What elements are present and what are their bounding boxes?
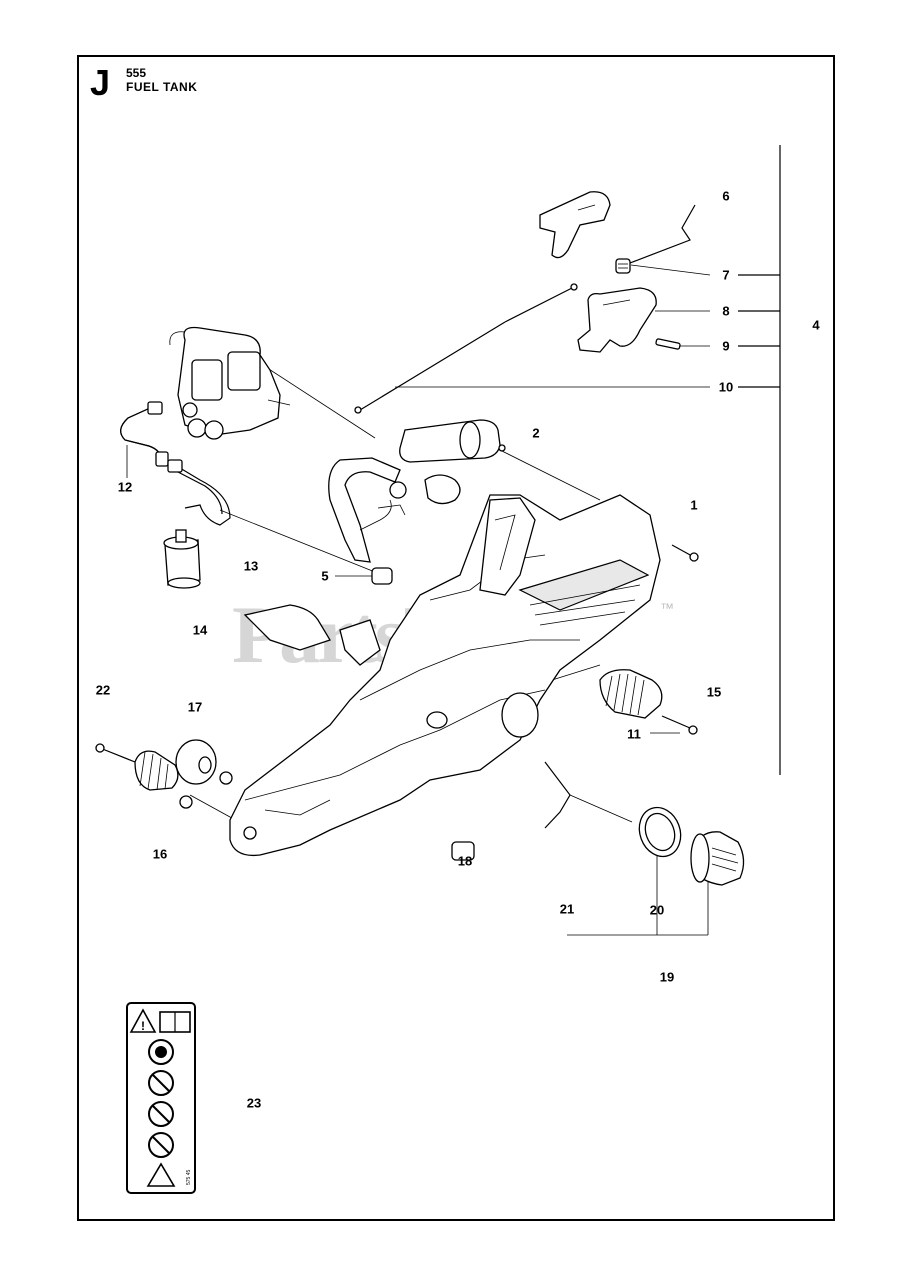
part-5-sleeve <box>371 567 393 585</box>
part-7-spring <box>615 258 631 274</box>
part-1-screw <box>671 544 699 562</box>
callout-11: 11 <box>627 726 641 742</box>
decal-code: 575 45 <box>186 1169 192 1185</box>
part-23-warning-decal: ! 575 45 <box>126 1002 196 1194</box>
callout-12: 12 <box>117 479 133 495</box>
part-9-pin <box>655 338 681 350</box>
callout-2: 2 <box>532 425 540 441</box>
diagram-frame <box>77 55 835 1221</box>
callout-13: 13 <box>243 558 259 574</box>
part-17-buffer <box>175 739 233 785</box>
model-number: 555 <box>126 66 147 80</box>
part-13-fuel-line <box>167 459 231 526</box>
part-10-throttle-rod <box>354 283 578 414</box>
carburetor-assembly <box>169 326 291 440</box>
callout-6: 6 <box>722 188 730 204</box>
part-14-fuel-filter <box>163 529 201 589</box>
callout-22: 22 <box>95 682 111 698</box>
part-16-av-assembly <box>95 743 193 809</box>
callout-4: 4 <box>812 317 820 333</box>
svg-text:!: ! <box>141 1019 145 1033</box>
callout-5: 5 <box>321 568 329 584</box>
warning-triangle-icon <box>129 1008 157 1033</box>
callout-17: 17 <box>187 699 203 715</box>
part-17-bracket <box>243 604 331 651</box>
part-22-handle-bar <box>328 457 461 563</box>
part-18-crankcase-fuel-tank <box>229 494 661 857</box>
part-12-fuel-hose <box>120 401 169 467</box>
part-19-fuel-cap <box>690 831 745 886</box>
part-2-vent-assembly <box>399 419 506 463</box>
diagram-title: FUEL TANK <box>126 80 198 94</box>
kickback-warning-icon <box>146 1162 176 1187</box>
part-8-throttle-lockout <box>577 287 657 353</box>
callout-15: 15 <box>706 684 722 700</box>
watermark-trademark: ™ <box>660 600 674 616</box>
callout-1: 1 <box>690 497 698 513</box>
section-letter: J <box>90 62 111 103</box>
part-6-throttle-trigger <box>539 191 696 264</box>
group-4-bracket <box>738 145 781 775</box>
callout-20: 20 <box>649 902 665 918</box>
callout-7: 7 <box>722 267 730 283</box>
callout-23: 23 <box>246 1095 262 1111</box>
callout-21: 21 <box>559 901 575 917</box>
callout-8: 8 <box>722 303 730 319</box>
part-15-av-spring <box>599 669 663 719</box>
callout-18: 18 <box>457 853 473 869</box>
callout-14: 14 <box>192 622 208 638</box>
part-20-o-ring <box>638 806 682 858</box>
part-11-screw <box>661 715 698 735</box>
callout-9: 9 <box>722 338 730 354</box>
part-21-vent-valve <box>451 761 633 861</box>
callout-16: 16 <box>152 846 168 862</box>
callout-19: 19 <box>659 969 675 985</box>
callout-10: 10 <box>718 379 734 395</box>
